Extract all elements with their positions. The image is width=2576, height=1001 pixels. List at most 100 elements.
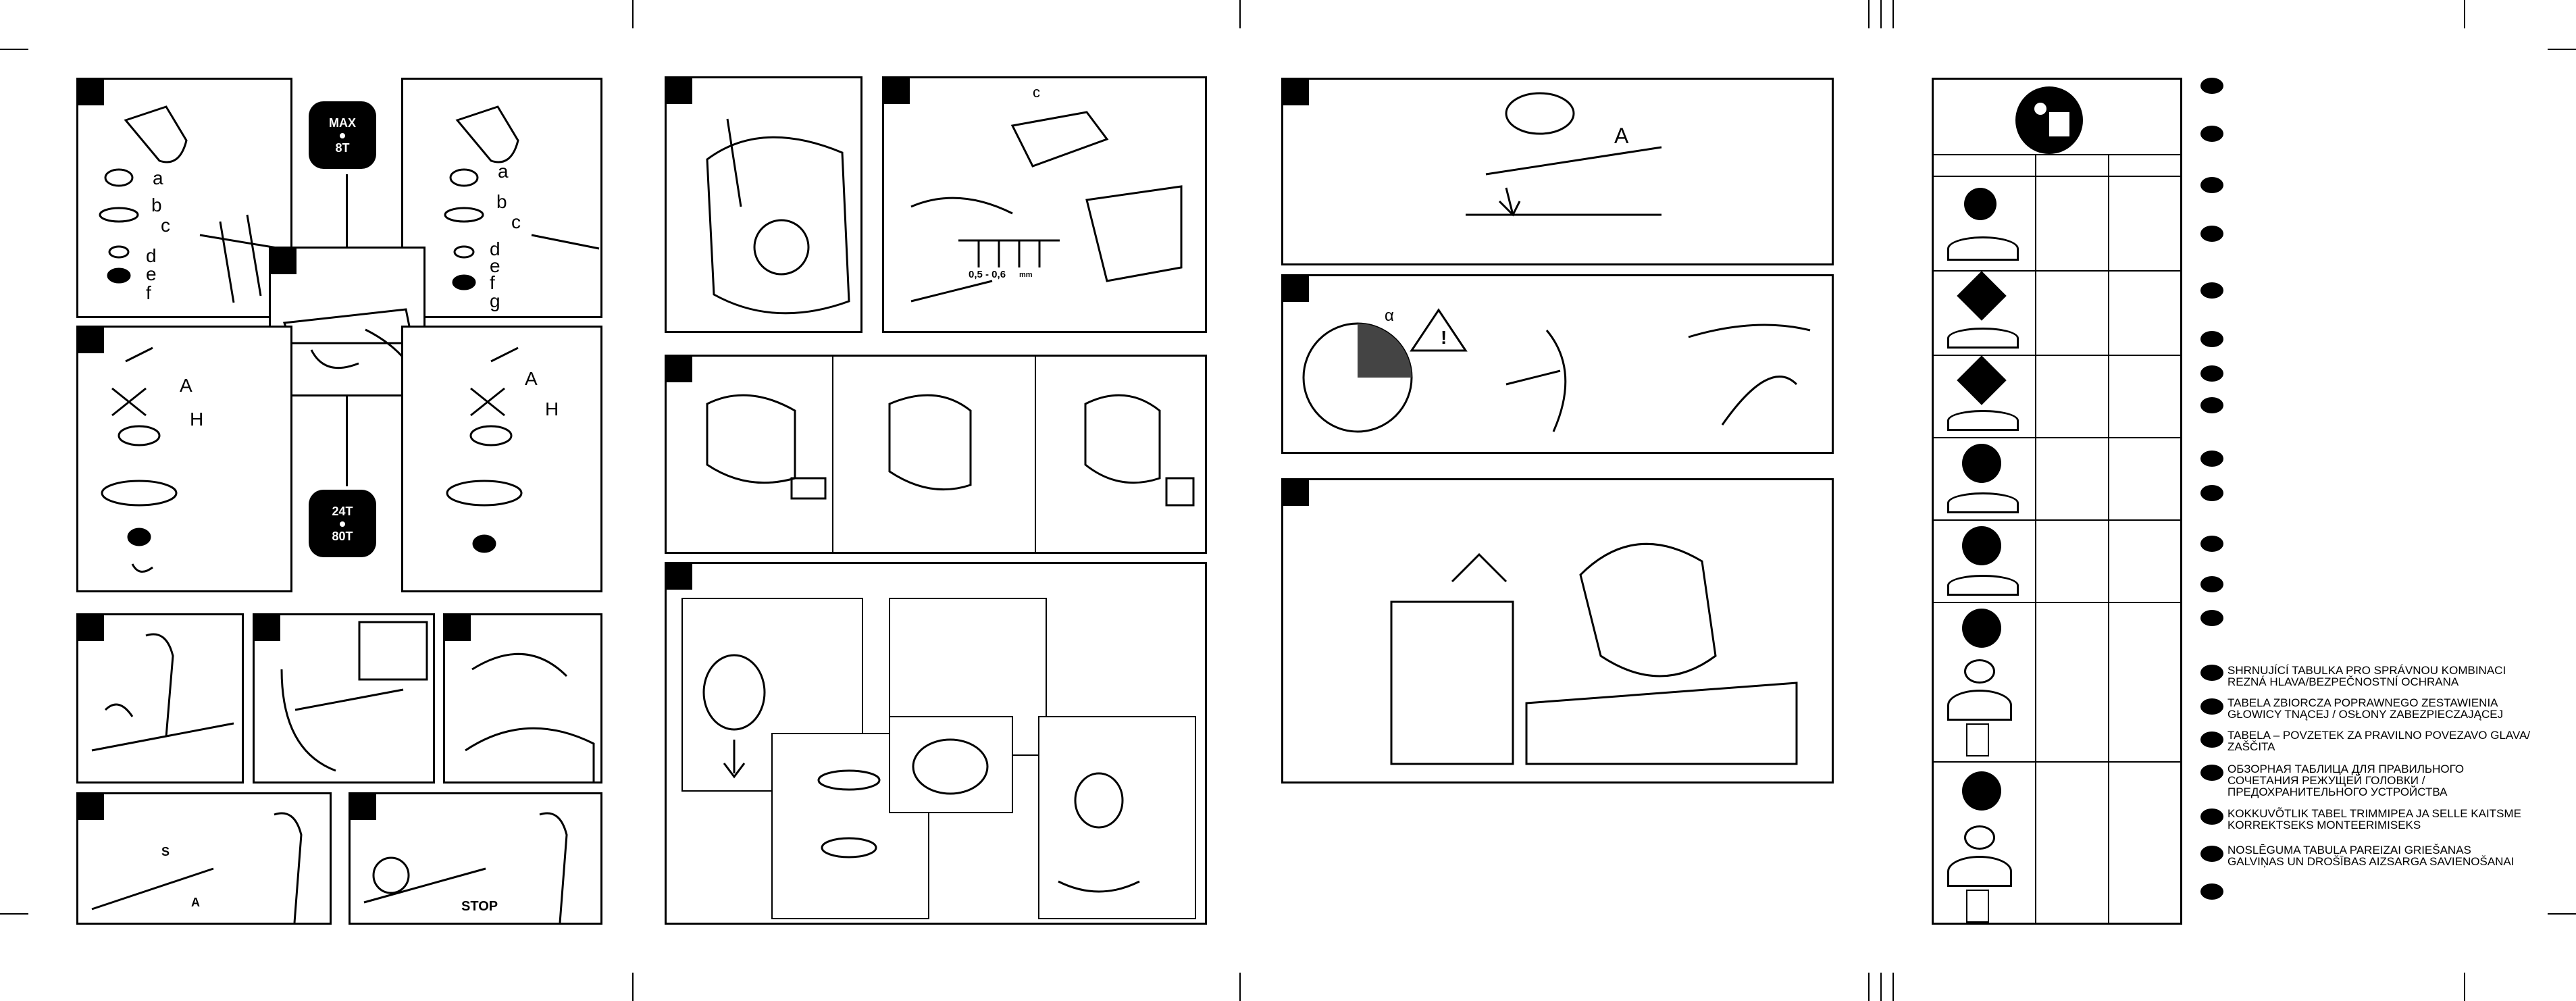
part-label: H — [545, 399, 559, 419]
crop-mark — [1868, 0, 1870, 28]
harness-icon — [1966, 723, 1989, 756]
part-label: H — [190, 409, 204, 430]
guard-icon — [1947, 328, 2019, 349]
harness-icon — [1966, 890, 1989, 923]
figure-number-box — [78, 615, 104, 641]
language-bullet — [2200, 177, 2223, 193]
guard-icon — [1947, 236, 2019, 261]
figure-number-box — [1283, 276, 1309, 302]
figure-number-box — [884, 78, 910, 104]
warning-triangle-icon: ! — [1441, 327, 1447, 348]
language-bullet — [2200, 732, 2223, 748]
figure-number-box — [1283, 80, 1309, 105]
read-manual-icon-figure — [2034, 103, 2046, 115]
language-bullet — [2200, 485, 2223, 501]
badge-dot — [340, 521, 345, 527]
part-label: e — [146, 263, 157, 284]
crop-mark — [1239, 973, 1241, 1001]
table-row — [1934, 437, 2180, 521]
table-row — [1934, 761, 2180, 925]
guard-icon — [1964, 659, 1995, 684]
part-label: c — [161, 215, 170, 236]
figure-panel-cutting-sector: α ! — [1281, 274, 1834, 454]
figure-number-box — [255, 615, 280, 641]
figure-panel-tap-feed: A — [1281, 78, 1834, 265]
connector-line — [346, 174, 348, 249]
table-row — [1934, 602, 2180, 763]
language-caption: NOSLĒGUMA TABULA PAREIZAI GRIEŠANAS GALV… — [2227, 844, 2515, 868]
figure-number-box — [271, 249, 297, 274]
table-row — [1934, 519, 2180, 603]
table-row — [1934, 270, 2180, 356]
part-label: e — [490, 255, 500, 276]
part-label: a — [498, 161, 509, 182]
saw-blade-icon — [1962, 609, 2001, 648]
figure-number-box — [667, 78, 692, 104]
language-bullet — [2200, 883, 2223, 900]
figure-panel-blade-assembly-right: A H — [401, 326, 602, 592]
part-label: c — [1033, 84, 1040, 101]
table-subheader — [1934, 154, 2180, 177]
language-caption: SHRNUJÍCÍ TABULKA PRO SPRÁVNOU KOMBINACI… — [2227, 664, 2506, 688]
gap-unit: mm — [1019, 271, 1033, 279]
language-bullet — [2200, 765, 2223, 781]
saw-guard-icon — [1947, 690, 2012, 721]
crop-mark — [2548, 49, 2576, 50]
language-bullet — [2200, 665, 2223, 681]
part-label: f — [490, 272, 495, 293]
crop-mark — [2464, 0, 2465, 28]
figure-panel-head-assembly-right: a b c d e f g — [401, 78, 602, 318]
angle-label: α — [1385, 307, 1394, 325]
start-label: S — [161, 845, 170, 858]
language-bullet — [2200, 451, 2223, 467]
teeth-range-badge: 24T 80T — [309, 490, 376, 557]
table-header — [1934, 80, 2180, 155]
table-col-divider — [2108, 154, 2109, 925]
language-caption: ОБЗОРНАЯ ТАБЛИЦА ДЛЯ ПРАВИЛЬНОГО СОЧЕТАН… — [2227, 763, 2465, 798]
figure-number-box — [351, 794, 376, 820]
guard-icon — [1947, 575, 2019, 596]
figure-panel-refuel — [1281, 478, 1834, 784]
language-bullet — [2200, 846, 2223, 862]
part-label: b — [496, 191, 507, 212]
figure-panel-air-filter — [665, 355, 1207, 554]
language-caption: KOKKUVÕTLIK TABEL TRIMMIPEA JA SELLE KAI… — [2227, 807, 2521, 831]
part-label: g — [490, 290, 500, 311]
language-bullet — [2200, 576, 2223, 592]
crop-mark — [1880, 0, 1882, 28]
part-label: A — [525, 368, 538, 389]
crop-mark — [1868, 973, 1870, 1001]
blade-4t-icon — [1957, 355, 2007, 405]
badge-line: MAX — [329, 116, 356, 130]
badge-line: 24T — [332, 505, 353, 518]
language-bullet — [2200, 698, 2223, 715]
read-manual-icon-book — [2049, 112, 2069, 136]
badge-line: 8T — [335, 141, 350, 155]
line-head-icon — [1964, 188, 1997, 220]
figure-number-box — [445, 615, 471, 641]
connector-line — [346, 395, 348, 486]
badge-dot — [340, 133, 345, 138]
part-label: d — [146, 245, 157, 266]
crop-mark — [2548, 913, 2576, 915]
figure-number-box — [667, 564, 692, 590]
figure-panel-engine-cover — [665, 76, 862, 333]
blade-8t-icon — [1962, 444, 2001, 483]
part-label: A — [180, 375, 192, 396]
read-manual-icon — [2015, 86, 2083, 154]
crop-mark — [2464, 973, 2465, 1001]
part-label: a — [153, 168, 163, 188]
figure-number-box — [667, 357, 692, 382]
crop-mark — [1880, 973, 1882, 1001]
figure-number-box — [78, 794, 104, 820]
language-bullet — [2200, 282, 2223, 299]
part-label: A — [1614, 124, 1629, 148]
language-bullet — [2200, 331, 2223, 347]
start-label: A — [191, 896, 200, 909]
language-bullet — [2200, 808, 2223, 825]
figure-panel-blade-assembly-left: A H — [76, 326, 292, 592]
blade-4t-icon — [1957, 271, 2007, 321]
panel-divider — [1035, 357, 1036, 552]
guard-icon — [1964, 825, 1995, 850]
language-caption: TABELA ZBIORCZA POPRAWNEGO ZESTAWIENIA G… — [2227, 696, 2504, 721]
